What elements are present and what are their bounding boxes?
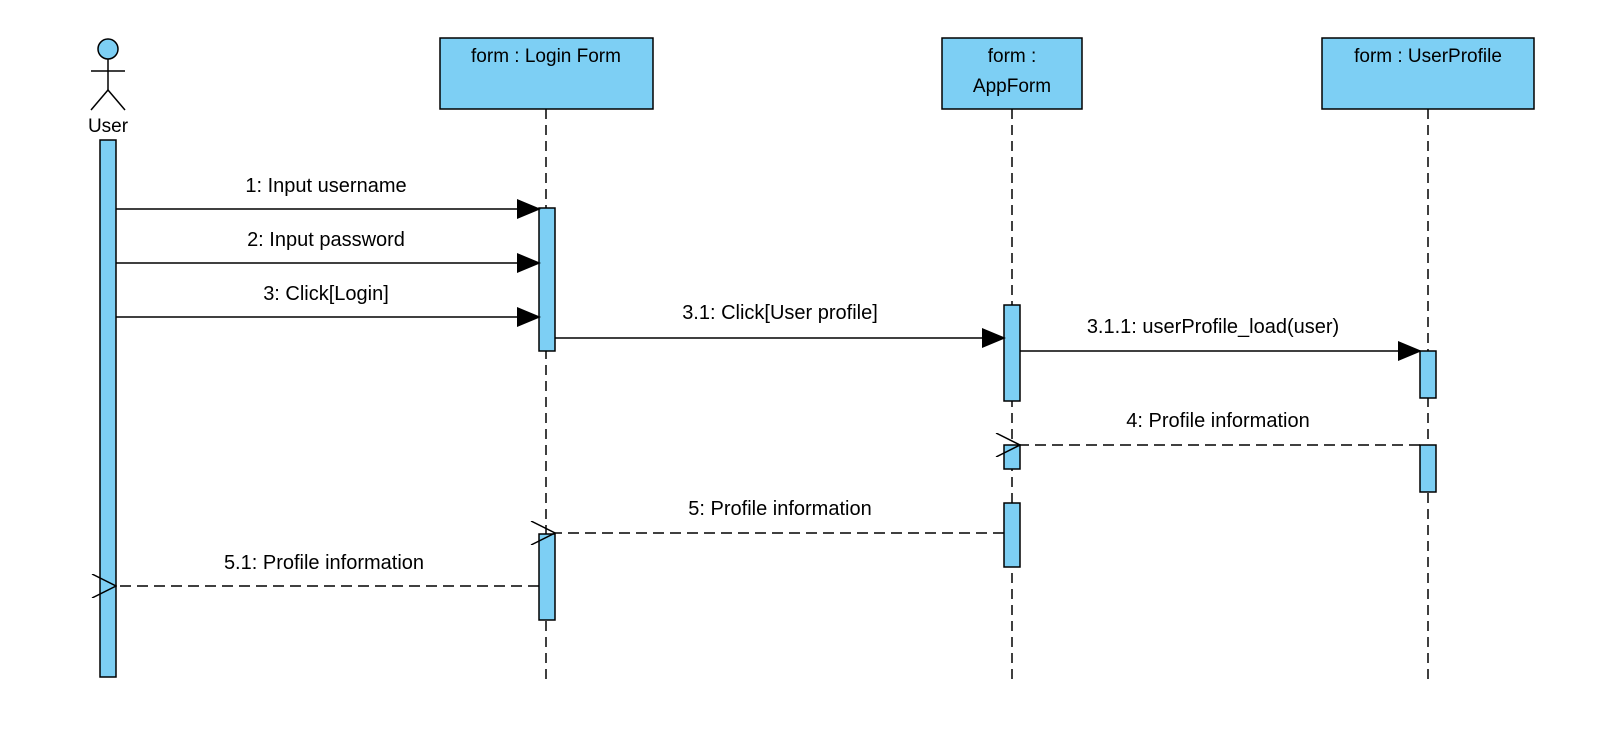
lifeline-header-login-form [439,37,654,110]
lifeline-login-form[interactable]: form : Login Form [439,37,654,680]
lifeline-user-profile[interactable]: form : UserProfile [1321,37,1535,680]
message-5[interactable]: 5: Profile information [555,498,1004,533]
lifeline-title-login-form: form : Login Form [471,46,621,67]
actor-label: User [88,116,129,137]
actor-user[interactable]: User [88,38,129,137]
message-4-label: 4: Profile information [1126,410,1309,432]
lifeline-title-user-profile: form : UserProfile [1354,46,1502,67]
activation-bar-user [99,139,117,678]
lifeline-app-form[interactable]: form : AppForm [941,37,1083,680]
message-3-label: 3: Click[Login] [263,283,389,305]
message-2[interactable]: 2: Input password [116,229,541,273]
message-3-1-1[interactable]: 3.1.1: userProfile_load(user) [1020,316,1422,361]
activation-bar-login-2 [538,533,556,621]
message-4[interactable]: 4: Profile information [1020,410,1420,445]
activation-bar-app-2 [1003,444,1021,470]
activation-bar-app-1 [1003,304,1021,402]
message-2-label: 2: Input password [247,229,405,251]
lifeline-header-app-form [941,37,1083,110]
lifeline-header-user-profile [1321,37,1535,110]
activation-bar-app-3 [1003,502,1021,568]
activation-bar-login-1 [538,207,556,352]
message-5-1-label: 5.1: Profile information [224,552,424,574]
activation-bar-profile-1 [1419,350,1437,399]
message-3[interactable]: 3: Click[Login] [116,283,541,327]
message-5-label: 5: Profile information [688,498,871,520]
message-1[interactable]: 1: Input username [116,175,541,219]
stick-figure-icon [90,38,126,111]
message-3-1-1-label: 3.1.1: userProfile_load(user) [1087,316,1339,338]
activation-bar-profile-2 [1419,444,1437,493]
message-3-1-label: 3.1: Click[User profile] [682,302,878,324]
lifeline-title-app-form-line2: AppForm [973,76,1051,97]
message-1-label: 1: Input username [245,175,406,197]
message-3-1[interactable]: 3.1: Click[User profile] [555,302,1006,348]
message-5-1[interactable]: 5.1: Profile information [116,552,539,586]
lifeline-title-app-form-line1: form : [988,46,1037,67]
